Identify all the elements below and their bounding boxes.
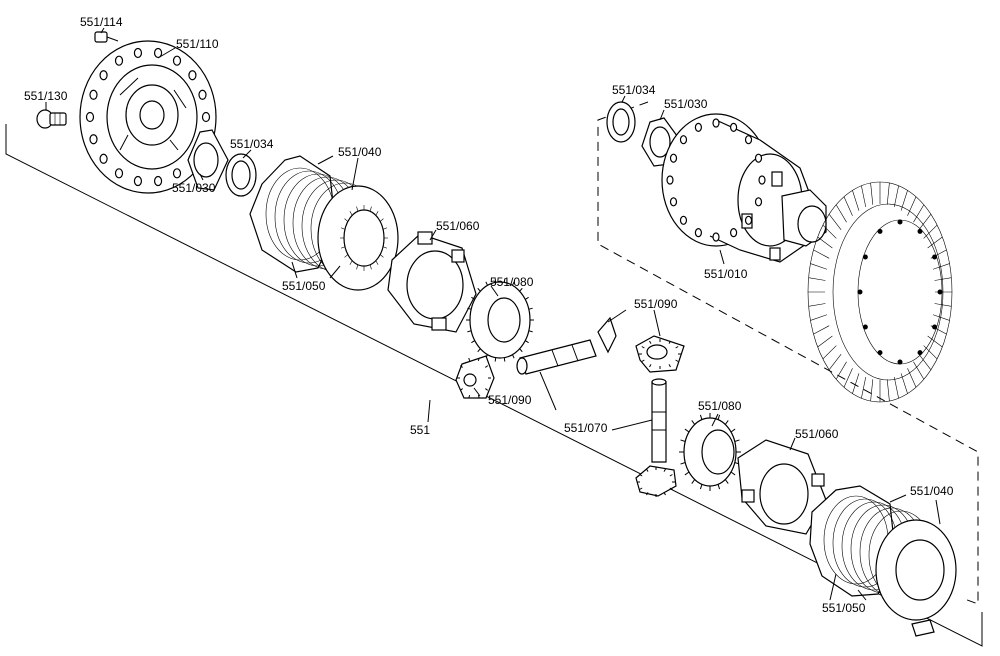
callout-551-060-left: 551/060 <box>436 219 480 233</box>
callout-551-050-right: 551/050 <box>822 601 866 615</box>
clutch-pack-551-040-050-left <box>249 155 399 291</box>
callout-551-040-left: 551/040 <box>338 145 382 159</box>
washer-551-034-right <box>606 101 636 143</box>
differential-housing-551-010 <box>661 113 827 263</box>
assembly-bracket-line <box>5 124 983 647</box>
cross-shaft-551-070-vertical <box>651 378 667 463</box>
ring-gear <box>807 181 953 403</box>
callout-551-010: 551/010 <box>704 267 748 281</box>
clutch-pack-551-040-050-right <box>809 485 957 637</box>
callout-551-090-upper: 551/090 <box>634 297 678 311</box>
callout-551-080-left: 551/080 <box>490 275 534 289</box>
flange-housing-551-110 <box>79 40 217 194</box>
pinion-551-090-lower <box>455 355 495 399</box>
callout-551-110: 551/110 <box>176 37 219 51</box>
washer-551-034-left <box>225 153 257 197</box>
assembly-dashed-frame <box>597 101 979 605</box>
bolt-551-114 <box>94 31 119 43</box>
callout-551-060-right: 551/060 <box>795 427 839 441</box>
bolt-551-130 <box>36 109 67 129</box>
shim-551-030-left <box>187 129 229 191</box>
callout-551: 551 <box>410 423 430 437</box>
pinion-551-090-bottom <box>635 465 677 497</box>
side-gear-551-080-right <box>679 413 741 491</box>
callout-551-030-left: 551/030 <box>172 181 216 195</box>
side-gear-551-080-left <box>466 278 534 362</box>
leader-lines <box>45 27 941 601</box>
callout-551-070: 551/070 <box>564 421 608 435</box>
callout-551-114: 551/114 <box>80 15 123 29</box>
callout-551-050-left: 551/050 <box>282 279 326 293</box>
callout-551-090-lower: 551/090 <box>488 393 532 407</box>
pressure-ring-551-060-left <box>387 231 477 333</box>
callout-551-130: 551/130 <box>24 89 68 103</box>
callout-551-034-right: 551/034 <box>612 83 656 97</box>
pinion-551-090-upper <box>597 316 685 373</box>
callout-551-040-right: 551/040 <box>910 484 954 498</box>
callout-551-030-right: 551/030 <box>664 97 708 111</box>
callout-551-080-right: 551/080 <box>698 399 742 413</box>
cross-shaft-551-070-horizontal <box>516 339 597 375</box>
pressure-ring-551-060-right <box>737 439 827 535</box>
callout-551-034-left: 551/034 <box>230 137 274 151</box>
